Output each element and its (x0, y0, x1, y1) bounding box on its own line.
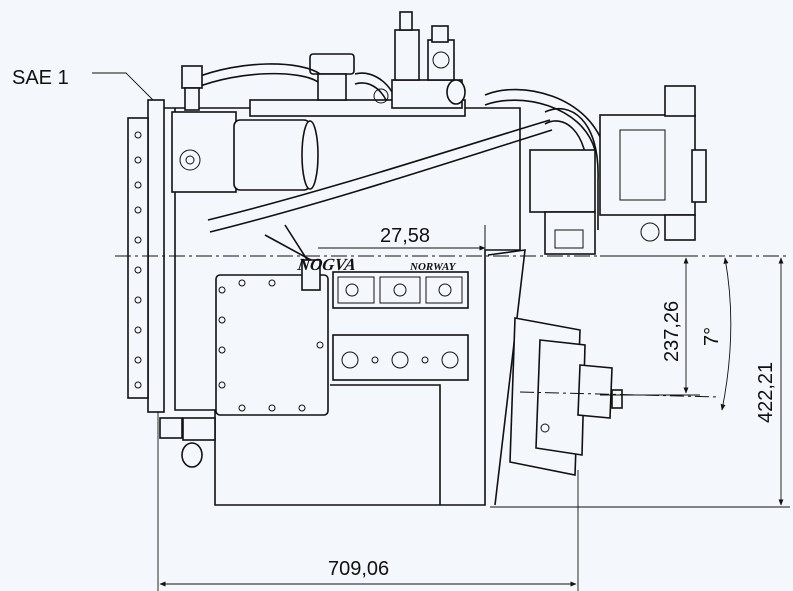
dim-vertical-offset-label: 237,26 (661, 301, 683, 362)
brand-text: NOGVA (295, 255, 357, 274)
dim-angle-arc (720, 257, 732, 411)
sae-flange-leader (92, 72, 154, 101)
dim-horizontal-offset-label: 27,58 (380, 225, 430, 247)
solenoid-cylinder (233, 119, 311, 191)
sae-flange-label: SAE 1 (12, 67, 69, 89)
brand-subtext: NORWAY (409, 261, 457, 273)
dim-angle-label: 7° (701, 327, 723, 346)
top-valve-right (427, 39, 455, 81)
dim-length-label: 709,06 (328, 558, 389, 580)
gearbox-outline (127, 11, 707, 506)
bolted-cover (215, 274, 329, 416)
output-centerline (519, 391, 721, 398)
diagonal-hose (207, 119, 551, 221)
top-valve-left (394, 29, 420, 81)
output-flange-block (599, 114, 696, 216)
dim-height-label: 422,21 (755, 362, 777, 423)
